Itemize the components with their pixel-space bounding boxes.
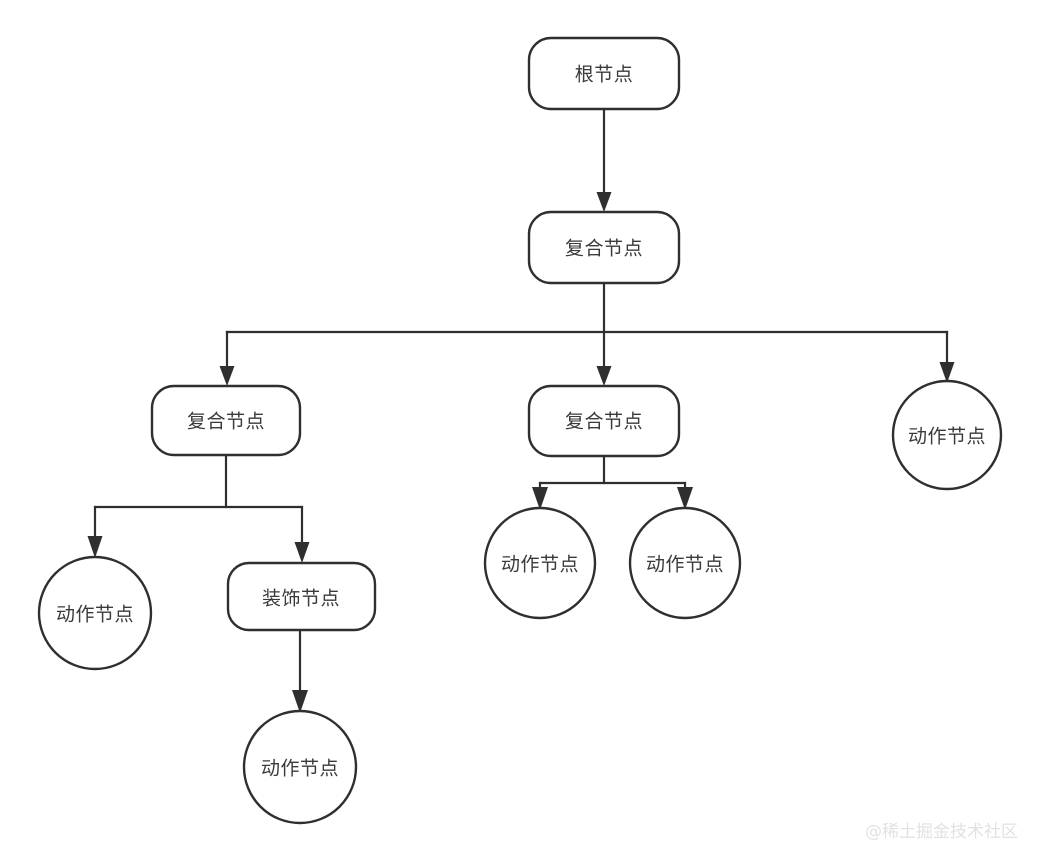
edge-composite-1-to-composite-2 bbox=[219, 330, 235, 386]
action-4-shape bbox=[628, 506, 742, 620]
edge-decorator-1-to-action-5 bbox=[292, 629, 308, 713]
action-1-shape bbox=[891, 379, 1003, 491]
decorator-1-label: 装饰节点 bbox=[262, 588, 340, 610]
action-3-shape bbox=[483, 506, 597, 620]
node-action-2[interactable]: 动作节点 bbox=[37, 555, 153, 671]
edge-composite-1-bus bbox=[225, 281, 949, 334]
action-3-label: 动作节点 bbox=[501, 554, 579, 576]
edge-composite-1-to-action-1 bbox=[939, 330, 955, 383]
action-4-label: 动作节点 bbox=[646, 554, 724, 576]
edge-composite-2-to-action-2 bbox=[87, 505, 103, 558]
node-composite-1[interactable]: 复合节点 bbox=[527, 210, 681, 285]
edge-composite-3-to-action-4 bbox=[677, 481, 693, 510]
node-root[interactable]: 根节点 bbox=[527, 36, 681, 111]
edge-root-to-composite-1 bbox=[596, 107, 612, 212]
decorator-1-shape bbox=[226, 561, 377, 632]
node-composite-3[interactable]: 复合节点 bbox=[527, 384, 681, 458]
composite-3-shape bbox=[527, 384, 681, 458]
composite-2-label: 复合节点 bbox=[187, 411, 265, 433]
composite-1-shape bbox=[527, 210, 681, 285]
action-5-shape bbox=[242, 709, 358, 825]
node-action-5[interactable]: 动作节点 bbox=[242, 709, 358, 825]
watermark: @稀土掘金技术社区 bbox=[865, 822, 1018, 842]
composite-2-shape bbox=[150, 384, 302, 457]
edge-composite-3-to-action-3 bbox=[532, 481, 548, 510]
edge-composite-3-bus bbox=[538, 453, 687, 485]
node-action-1[interactable]: 动作节点 bbox=[891, 379, 1003, 491]
edge-composite-2-bus bbox=[93, 453, 304, 509]
node-action-4[interactable]: 动作节点 bbox=[628, 506, 742, 620]
root-label: 根节点 bbox=[575, 64, 634, 86]
action-5-label: 动作节点 bbox=[261, 758, 339, 780]
action-1-label: 动作节点 bbox=[908, 426, 986, 448]
node-composite-2[interactable]: 复合节点 bbox=[150, 384, 302, 457]
composite-3-label: 复合节点 bbox=[565, 411, 643, 433]
node-decorator-1[interactable]: 装饰节点 bbox=[226, 561, 377, 632]
edge-composite-2-to-decorator-1 bbox=[294, 505, 310, 563]
composite-1-label: 复合节点 bbox=[565, 238, 643, 260]
root-shape bbox=[527, 36, 681, 111]
action-2-shape bbox=[37, 555, 153, 671]
node-action-3[interactable]: 动作节点 bbox=[483, 506, 597, 620]
action-2-label: 动作节点 bbox=[56, 604, 134, 626]
edge-composite-1-to-composite-3 bbox=[596, 330, 612, 386]
